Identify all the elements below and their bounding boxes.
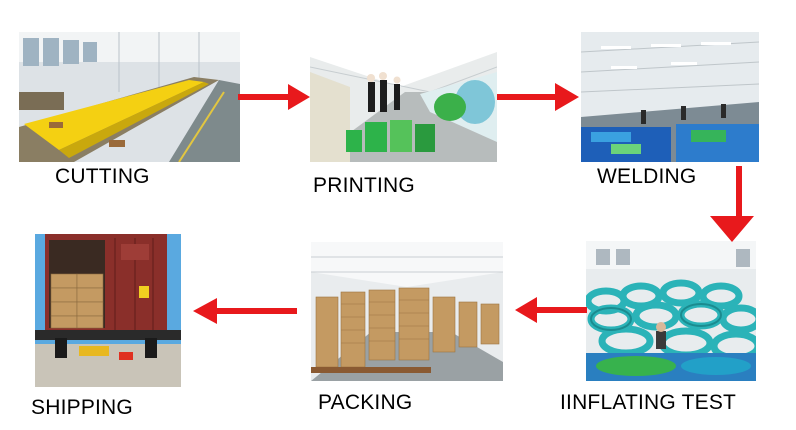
arrow-right-icon [238,82,310,112]
packing-photo [311,242,503,381]
arrow-right-icon [497,81,579,113]
inflating-photo [586,241,756,381]
welding-photo [581,32,759,162]
step-label-inflating-test: IINFLATING TEST [560,391,737,414]
arrow-left-icon [193,296,297,326]
step-label-printing: PRINTING [313,174,415,197]
shipping-photo [35,234,181,387]
step-label-welding: WELDING [597,165,697,188]
cutting-photo [19,32,240,162]
step-label-shipping: SHIPPING [31,396,133,419]
step-label-cutting: CUTTING [55,165,150,188]
arrow-left-icon [515,295,587,325]
arrow-down-icon [710,166,754,242]
step-label-packing: PACKING [318,391,413,414]
printing-photo [310,32,497,162]
